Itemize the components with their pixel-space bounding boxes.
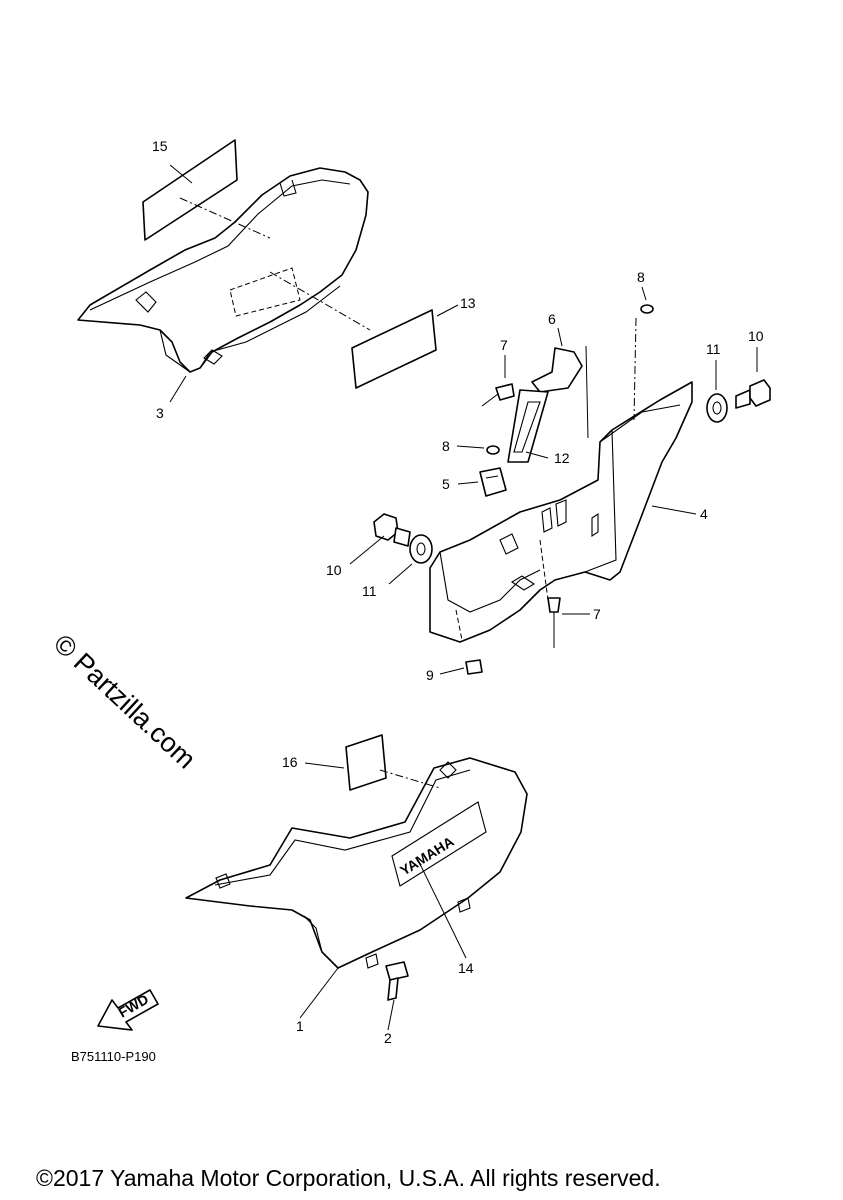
- callout-16: 16: [282, 754, 298, 770]
- callout-8-upper: 8: [637, 269, 645, 285]
- label-13: [269, 271, 437, 389]
- callout-9: 9: [426, 667, 434, 683]
- callout-10-left: 10: [326, 562, 342, 578]
- rivet-7-lower: [547, 597, 561, 648]
- leader-lines: [169, 164, 758, 1031]
- label-15: [142, 139, 271, 241]
- side-cover-1: [185, 757, 528, 969]
- clip-5: [479, 467, 507, 497]
- copyright-notice: ©2017 Yamaha Motor Corporation, U.S.A. A…: [36, 1165, 661, 1191]
- bolt-10-right: [735, 379, 771, 409]
- label-16: [345, 734, 441, 791]
- bracket-6: [531, 345, 589, 439]
- grommet-11-right: [706, 393, 728, 423]
- callout-4: 4: [700, 506, 708, 522]
- callout-10-right: 10: [748, 328, 764, 344]
- diagram-code: B751110-P190: [71, 1049, 156, 1064]
- callout-labels: 15 3 13 6 7 8 11 10 8 12 5 4 10 11 7 9 1…: [152, 138, 764, 1046]
- callout-15: 15: [152, 138, 168, 154]
- callout-11-right: 11: [706, 341, 721, 357]
- washer-8-upper: [633, 304, 654, 421]
- washer-8-lower: [486, 445, 500, 455]
- callout-14: 14: [458, 960, 474, 976]
- fwd-arrow-icon: FWD: [97, 989, 159, 1031]
- callout-6: 6: [548, 311, 556, 327]
- callout-11-left: 11: [362, 583, 377, 599]
- callout-12: 12: [554, 450, 570, 466]
- side-cover-3: [77, 167, 369, 373]
- bolt-2: [385, 961, 409, 1001]
- bolt-10-left: [373, 513, 411, 547]
- callout-8-lower: 8: [442, 438, 450, 454]
- callout-5: 5: [442, 476, 450, 492]
- callout-1: 1: [296, 1018, 304, 1034]
- callout-7-lower: 7: [593, 606, 601, 622]
- grommet-11-left: [409, 534, 433, 564]
- strap-12: [507, 389, 549, 463]
- callout-2: 2: [384, 1030, 392, 1046]
- partzilla-watermark: © Partzilla.com: [48, 628, 202, 774]
- callout-13: 13: [460, 295, 476, 311]
- callout-7-upper: 7: [500, 337, 508, 353]
- rivet-7-upper: [481, 383, 515, 407]
- grommet-9: [465, 659, 483, 675]
- callout-3: 3: [156, 405, 164, 421]
- bracket-4: [429, 381, 693, 643]
